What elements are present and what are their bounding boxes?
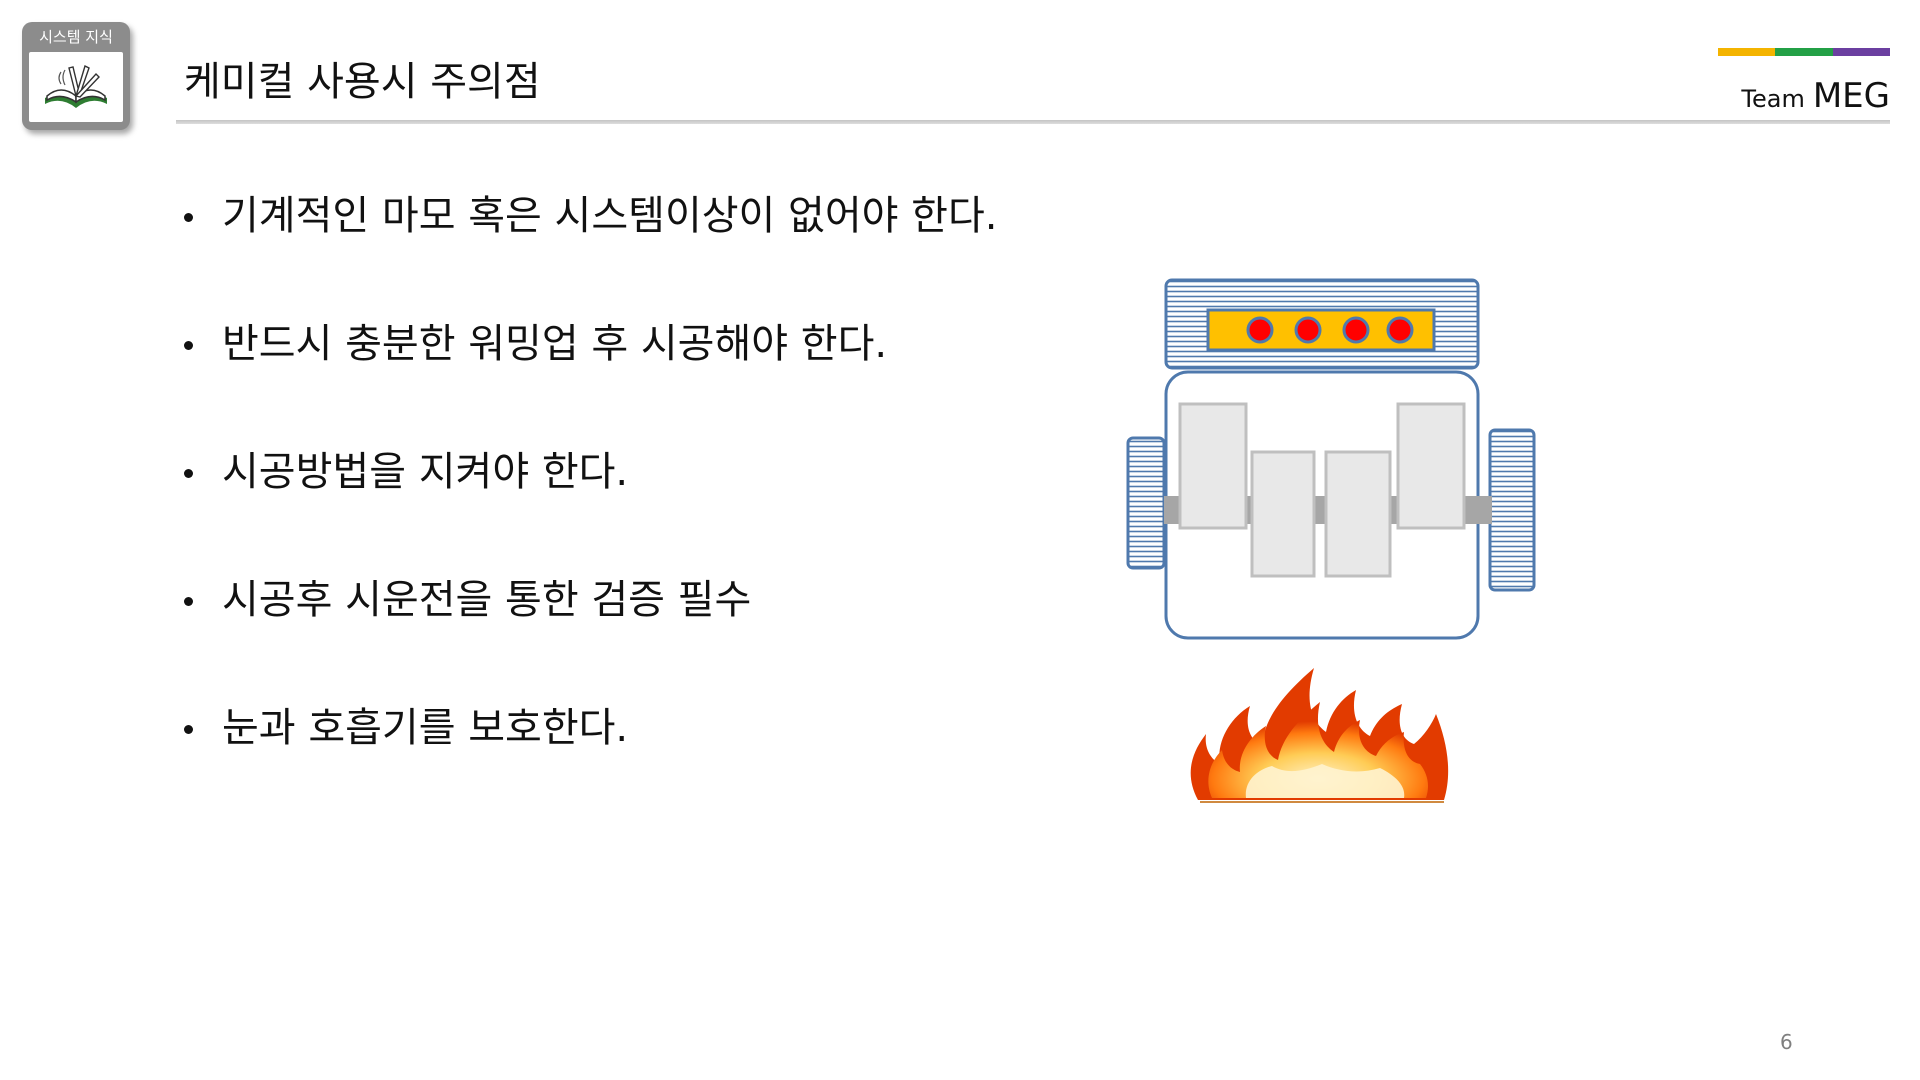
bullet-dot-icon — [184, 213, 193, 222]
bullet-text: 시공방법을 지켜야 한다. — [222, 449, 629, 495]
bullet-item: 시공방법을 지켜야 한다. — [180, 442, 998, 570]
page-title: 케미컬 사용시 주의점 — [184, 59, 541, 105]
page-number: 6 — [1780, 1030, 1793, 1054]
bullet-dot-icon — [184, 725, 193, 734]
engine-over-fire-icon — [1126, 274, 1556, 818]
bullet-item: 기계적인 마모 혹은 시스템이상이 없어야 한다. — [180, 186, 998, 314]
bullet-text: 시공후 시운전을 통한 검증 필수 — [222, 577, 752, 623]
brand-bar-green — [1775, 48, 1833, 56]
bullet-dot-icon — [184, 341, 193, 350]
bullet-list: 기계적인 마모 혹은 시스템이상이 없어야 한다. 반드시 충분한 워밍업 후 … — [180, 186, 998, 826]
category-badge: 시스템 지식 — [22, 22, 130, 130]
fire-icon — [1190, 668, 1449, 803]
brand-team-text: Team — [1741, 85, 1805, 113]
bullet-item: 눈과 호흡기를 보호한다. — [180, 698, 998, 826]
bullet-dot-icon — [184, 469, 193, 478]
bullet-text: 반드시 충분한 워밍업 후 시공해야 한다. — [222, 321, 888, 367]
brand-bar-yellow — [1718, 48, 1776, 56]
bullet-item: 시공후 시운전을 통한 검증 필수 — [180, 570, 998, 698]
bullet-dot-icon — [184, 597, 193, 606]
engine-block — [1126, 370, 1536, 640]
bullet-text: 눈과 호흡기를 보호한다. — [222, 705, 629, 751]
brand-name-text: MEG — [1812, 76, 1890, 116]
engine-head — [1164, 278, 1480, 370]
bullet-item: 반드시 충분한 워밍업 후 시공해야 한다. — [180, 314, 998, 442]
brand-color-bars — [1718, 48, 1890, 56]
open-book-icon — [29, 52, 123, 122]
category-badge-label: 시스템 지식 — [39, 28, 113, 46]
bullet-text: 기계적인 마모 혹은 시스템이상이 없어야 한다. — [222, 193, 998, 239]
title-divider — [176, 120, 1890, 124]
brand-bar-purple — [1832, 48, 1890, 56]
